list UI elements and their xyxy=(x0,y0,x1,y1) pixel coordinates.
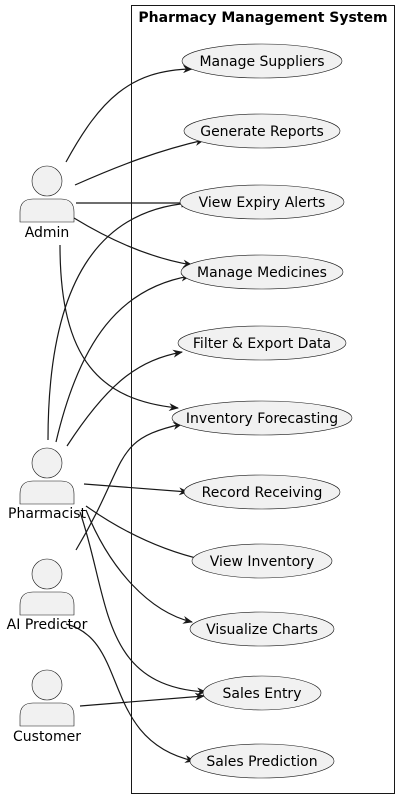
usecase-ellipse xyxy=(183,474,341,510)
edge-pharmacist-manage-medicines xyxy=(55,273,191,443)
usecase-label: Generate Reports xyxy=(200,124,324,140)
usecase-label: View Expiry Alerts xyxy=(199,195,326,211)
edge-ai-predictor-sales-prediction xyxy=(65,623,195,763)
actor-label: Admin xyxy=(25,225,70,241)
usecase-ellipse xyxy=(183,113,341,149)
system-boundary: Pharmacy Management System xyxy=(131,5,395,794)
edge-pharmacist-record-receiving xyxy=(83,483,189,496)
actor-label: Pharmacist xyxy=(8,506,87,522)
usecase-label: View Inventory xyxy=(210,554,315,570)
usecase-manage-medicines[interactable]: Manage Medicines xyxy=(180,254,344,290)
use-cases: Manage Suppliers Generate Reports View E… xyxy=(171,43,353,779)
association-edges xyxy=(47,65,207,763)
usecase-sales-entry[interactable]: Sales Entry xyxy=(202,675,322,711)
usecase-label: Manage Suppliers xyxy=(199,54,324,70)
system-title: Pharmacy Management System xyxy=(138,10,387,26)
usecase-label: Record Receiving xyxy=(202,485,323,501)
usecase-ellipse xyxy=(191,543,333,579)
edge-admin-inventory-forecasting xyxy=(59,244,179,412)
usecase-view-inventory[interactable]: View Inventory xyxy=(191,543,333,579)
edge-admin-manage-medicines xyxy=(73,217,193,268)
actor-label: AI Predictor xyxy=(7,617,88,633)
usecase-record-receiving[interactable]: Record Receiving xyxy=(183,474,341,510)
usecase-ellipse xyxy=(171,400,353,436)
usecase-filter-export-data[interactable]: Filter & Export Data xyxy=(177,325,347,361)
usecase-manage-suppliers[interactable]: Manage Suppliers xyxy=(181,43,343,79)
actor-admin[interactable]: Admin xyxy=(19,165,75,241)
usecase-ellipse xyxy=(181,43,343,79)
actor-head-icon xyxy=(31,669,63,701)
actor-head-icon xyxy=(31,447,63,479)
usecase-label: Inventory Forecasting xyxy=(186,411,338,427)
edge-pharmacist-sales-entry xyxy=(79,511,207,696)
actor-body-icon xyxy=(19,198,75,223)
system-box xyxy=(131,5,395,794)
actor-label: Customer xyxy=(13,729,81,745)
actor-customer[interactable]: Customer xyxy=(13,669,81,745)
edge-admin-manage-suppliers xyxy=(65,65,193,163)
edge-pharmacist-view-inventory xyxy=(85,505,205,562)
actors: Admin Pharmacist AI Predictor Customer xyxy=(7,165,88,745)
usecase-label: Manage Medicines xyxy=(197,265,327,281)
usecase-label: Visualize Charts xyxy=(206,622,318,638)
actor-pharmacist[interactable]: Pharmacist xyxy=(8,447,87,522)
usecase-inventory-forecasting[interactable]: Inventory Forecasting xyxy=(171,400,353,436)
edge-ai-predictor-inventory-forecasting xyxy=(75,422,183,551)
usecase-ellipse xyxy=(189,611,335,647)
edge-pharmacist-visualize-charts xyxy=(85,509,193,624)
usecase-ellipse xyxy=(202,675,322,711)
usecase-sales-prediction[interactable]: Sales Prediction xyxy=(189,743,335,779)
usecase-view-expiry-alerts[interactable]: View Expiry Alerts xyxy=(179,184,345,220)
usecase-generate-reports[interactable]: Generate Reports xyxy=(183,113,341,149)
usecase-label: Filter & Export Data xyxy=(193,336,331,352)
usecase-ellipse xyxy=(180,254,344,290)
edge-admin-generate-reports xyxy=(74,138,205,186)
usecase-ellipse xyxy=(177,325,347,361)
edge-pharmacist-view-expiry-alerts xyxy=(47,199,191,441)
usecase-ellipse xyxy=(189,743,335,779)
edge-customer-sales-entry xyxy=(79,692,205,707)
actor-body-icon xyxy=(19,591,75,616)
actor-head-icon xyxy=(31,165,63,197)
edge-pharmacist-filter-export-data xyxy=(66,349,183,447)
usecase-label: Sales Prediction xyxy=(206,754,317,770)
actor-body-icon xyxy=(19,702,75,727)
usecase-visualize-charts[interactable]: Visualize Charts xyxy=(189,611,335,647)
usecase-ellipse xyxy=(179,184,345,220)
actor-ai-predictor[interactable]: AI Predictor xyxy=(7,558,88,633)
actor-head-icon xyxy=(31,558,63,590)
usecase-label: Sales Entry xyxy=(223,686,302,702)
actor-body-icon xyxy=(19,480,75,505)
